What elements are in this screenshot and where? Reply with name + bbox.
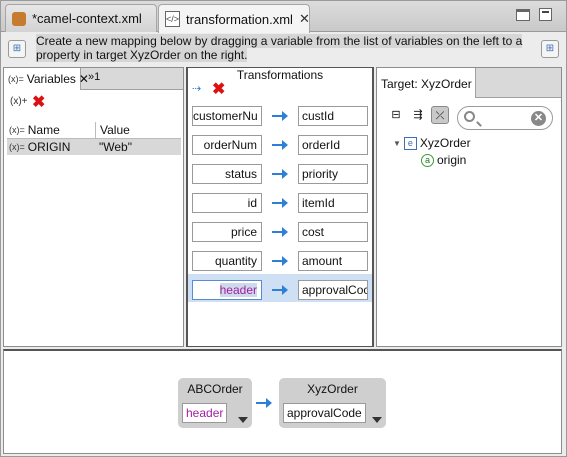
arrow-right-icon [272, 222, 288, 242]
arrow-right-icon [272, 280, 288, 300]
mapping-target[interactable]: custId [298, 106, 368, 126]
editor-tab-bar: *camel-context.xml </> transformation.xm… [1, 1, 566, 33]
mapping-target[interactable]: cost [298, 222, 368, 242]
show-tree-right-icon[interactable]: ⊞ [541, 40, 559, 58]
show-tree-left-icon[interactable]: ⊞ [8, 40, 26, 58]
variable-icon: (x)= [9, 125, 25, 135]
mapping-source[interactable]: id [192, 193, 262, 213]
mapping-target[interactable]: itemId [298, 193, 368, 213]
search-icon [464, 111, 475, 122]
search-field[interactable]: ✕ [457, 106, 553, 130]
target-field[interactable]: approvalCode [283, 403, 366, 423]
mapping-source[interactable]: quantity [192, 251, 262, 271]
attribute-icon: a [421, 153, 434, 167]
arrow-right-icon [272, 106, 288, 126]
close-tab-icon[interactable]: ✕ [78, 72, 89, 86]
add-variable-icon[interactable]: (x)+ [10, 96, 28, 107]
column-header-name[interactable]: Name [27, 123, 60, 137]
mapping-detail-panel: ABCOrder header XyzOrder approvalCode [3, 349, 562, 454]
more-tabs-button[interactable]: »1 [88, 71, 101, 83]
maximize-icon[interactable] [539, 8, 552, 21]
tab-target[interactable]: Target: XyzOrder [377, 68, 476, 98]
tree-node-root[interactable]: ▼ e XyzOrder [393, 136, 471, 150]
mapping-source[interactable]: price [192, 222, 262, 242]
source-field[interactable]: header [182, 403, 228, 423]
variables-pane: (x)= Variables ✕ »1 (x)+ ✖ (x)=Name Valu… [3, 67, 184, 347]
transformations-pane: Transformations ⇢ ✖ customerNu custId or… [186, 67, 374, 347]
source-card-title: ABCOrder [187, 382, 243, 396]
table-header: (x)=Name Value [7, 122, 181, 139]
table-row[interactable]: (x)=ORIGIN "Web" [7, 139, 181, 155]
arrow-right-icon [272, 251, 288, 271]
variable-name: ORIGIN [27, 140, 71, 154]
tab-camel-context[interactable]: *camel-context.xml [5, 4, 157, 32]
expand-triangle-icon[interactable]: ▼ [393, 138, 401, 148]
camel-file-icon [12, 11, 26, 26]
arrow-right-icon [272, 164, 288, 184]
tab-transformation[interactable]: </> transformation.xml ✕ [158, 4, 310, 33]
source-card: ABCOrder header [178, 378, 252, 428]
variables-table: (x)=Name Value (x)=ORIGIN "Web" [7, 122, 181, 155]
delete-variable-icon[interactable]: ✖ [32, 94, 46, 111]
filter-mapped-icon[interactable]: ⇶ [413, 109, 423, 121]
mapping-target[interactable]: orderId [298, 135, 368, 155]
tab-label: *camel-context.xml [32, 11, 142, 26]
delete-mapping-icon[interactable]: ✖ [212, 81, 226, 98]
tab-variables[interactable]: (x)= Variables ✕ [4, 68, 89, 90]
mapping-source[interactable]: customerNu [192, 106, 262, 126]
variable-icon: (x)= [8, 74, 24, 84]
mapping-source[interactable]: header [192, 280, 262, 300]
xml-file-icon: </> [165, 11, 181, 27]
element-icon: e [403, 136, 417, 150]
variables-tab-bar: (x)= Variables ✕ »1 [4, 68, 183, 90]
tree-node-label: XyzOrder [419, 136, 471, 150]
mapping-target[interactable]: approvalCoc [298, 280, 368, 300]
dropdown-arrow-icon[interactable] [372, 417, 382, 423]
variable-icon: (x)= [9, 142, 25, 152]
tab-label: transformation.xml [186, 11, 293, 27]
target-card-title: XyzOrder [307, 382, 358, 396]
clear-search-icon[interactable]: ✕ [531, 111, 546, 126]
tab-label: Variables [26, 72, 76, 86]
hide-mapped-icon[interactable]: ⤫ [431, 106, 449, 124]
column-header-value[interactable]: Value [100, 123, 130, 137]
tree-node-child[interactable]: a origin [421, 153, 466, 167]
instruction-text: Create a new mapping below by dragging a… [36, 34, 523, 62]
mapping-source[interactable]: status [192, 164, 262, 184]
variable-value: "Web" [99, 140, 132, 154]
arrow-right-icon [256, 393, 272, 413]
collapse-all-icon[interactable]: ⊟ [391, 109, 401, 121]
mapping-target[interactable]: priority [298, 164, 368, 184]
pane-title: Transformations [236, 68, 324, 82]
dropdown-arrow-icon[interactable] [238, 417, 248, 423]
mapping-source[interactable]: orderNum [192, 135, 262, 155]
minimize-icon[interactable] [516, 9, 530, 21]
arrow-right-icon [272, 135, 288, 155]
close-tab-icon[interactable]: ✕ [298, 11, 310, 26]
add-mapping-icon[interactable]: ⇢ [192, 83, 202, 95]
tree-node-label: origin [437, 153, 467, 167]
target-pane: Target: XyzOrder ⊟ ⇶ ⤫ ✕ ▼ e XyzOrder a … [376, 67, 562, 347]
mapping-target[interactable]: amount [298, 251, 368, 271]
arrow-right-icon [272, 193, 288, 213]
target-tab-bar: Target: XyzOrder [377, 68, 561, 98]
target-card: XyzOrder approvalCode [279, 378, 386, 428]
